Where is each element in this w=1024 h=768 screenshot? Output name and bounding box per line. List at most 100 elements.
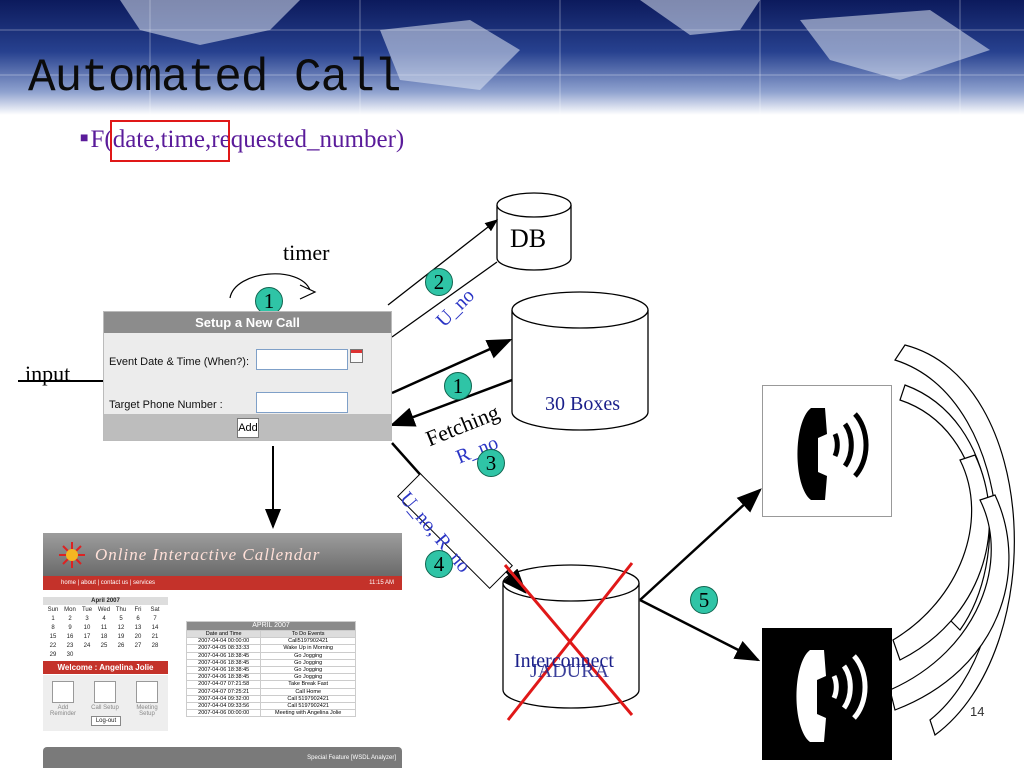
column-header-event: To Do Events (260, 629, 356, 639)
slide-title: Automated Call (28, 52, 401, 104)
subtitle: ■F(date,time,requested_number) (80, 126, 404, 154)
calendar-day[interactable]: 26 (117, 643, 125, 649)
calendar-day[interactable]: 28 (151, 643, 159, 649)
arrow-to-phone-1 (639, 488, 762, 601)
calendar-day[interactable]: 5 (119, 616, 123, 622)
calendar-day[interactable]: 17 (83, 634, 91, 640)
timer-loop-arrow (229, 273, 311, 299)
calendar-day[interactable]: 15 (49, 634, 57, 640)
weekday-header: Wed (97, 607, 111, 613)
subtitle-text: F(date,time,requested_number) (90, 126, 405, 153)
event-description-cell: Wake Up in Morning (260, 644, 356, 653)
add-reminder-label: Add Reminder (49, 705, 76, 717)
logout-button[interactable]: Log-out (91, 716, 121, 726)
step-badge-calendar: 4 (425, 550, 453, 578)
event-description-cell: Go Jogging (260, 658, 356, 668)
event-datetime-cell: 2007-04-04 09:32:00 (185, 694, 262, 704)
event-description-cell: Call5197902421 (260, 637, 356, 646)
calendar-day[interactable]: 18 (100, 634, 108, 640)
phone-handset-icon (797, 408, 869, 500)
setup-call-form: Setup a New Call Event Date & Time (When… (103, 311, 392, 441)
mini-calendar-month: April 2007 (43, 597, 168, 605)
call-setup-icon[interactable] (94, 681, 116, 703)
event-description-cell: Call 5197902421 (260, 702, 356, 711)
calendar-day[interactable]: 22 (49, 643, 57, 649)
welcome-bar: Welcome : Angelina Jolie (43, 661, 168, 674)
weekday-header: Mon (64, 607, 76, 613)
meeting-setup-icon[interactable] (136, 681, 158, 703)
event-description-cell: Meeting with Angelina Jolie (260, 709, 356, 718)
calendar-day[interactable]: 11 (100, 625, 108, 631)
weekday-header: Sat (150, 607, 160, 613)
calendar-day[interactable]: 20 (134, 634, 142, 640)
interconnect-cylinder (502, 564, 640, 709)
weekday-header: Sun (47, 607, 59, 613)
add-button[interactable]: Add (237, 418, 259, 438)
calendar-day[interactable]: 2 (68, 616, 72, 622)
event-datetime-cell: 2007-04-06 18:38:45 (185, 673, 262, 682)
event-description-cell: Go Jogging (260, 673, 356, 682)
calendar-day[interactable]: 19 (117, 634, 125, 640)
event-datetime-cell: 2007-04-06 00:00:00 (185, 709, 262, 718)
calendar-picker-icon[interactable] (350, 349, 363, 363)
calendar-day[interactable]: 25 (100, 643, 108, 649)
calendar-day[interactable]: 21 (151, 634, 159, 640)
curved-arrows (889, 344, 1015, 736)
calendar-day[interactable]: 16 (66, 634, 74, 640)
red-cross-line-2 (506, 562, 634, 721)
calendar-day[interactable]: 8 (51, 625, 55, 631)
calendar-day[interactable]: 3 (85, 616, 89, 622)
arrow-to-boxes (391, 338, 513, 395)
calendar-day[interactable]: 12 (117, 625, 125, 631)
calendar-day[interactable]: 4 (102, 616, 106, 622)
calendar-day[interactable]: 30 (66, 652, 74, 658)
column-header-date: Date and Time (185, 629, 262, 639)
interconnect-label: Interconnect (514, 650, 614, 672)
event-description-cell: Take Break Fast (260, 680, 356, 689)
calendar-day[interactable]: 6 (136, 616, 140, 622)
arrow-to-db (387, 219, 499, 306)
event-datetime-cell: 2007-04-06 18:38:45 (185, 658, 262, 668)
phone-card-black (762, 628, 892, 760)
nav-time: 11:15 AM (369, 580, 394, 586)
calendar-day[interactable]: 9 (68, 625, 72, 631)
calendar-day[interactable]: 1 (51, 616, 55, 622)
boxes-label: 30 Boxes (545, 393, 620, 415)
phone-number-input[interactable] (256, 392, 348, 413)
calendar-day[interactable]: 14 (151, 625, 159, 631)
bullet-icon: ■ (80, 131, 89, 146)
calendar-day[interactable]: 27 (134, 643, 142, 649)
nav-links[interactable]: home | about | contact us | services (61, 580, 156, 586)
calendar-day[interactable]: 29 (49, 652, 57, 658)
feature-bar-text: Special Feature [WSDL Analyzer] (307, 755, 396, 761)
events-table-title: APRIL 2007 (186, 621, 356, 631)
calendar-day[interactable]: 23 (66, 643, 74, 649)
calendar-app-screenshot: Online Interactive Callendar home | abou… (43, 533, 402, 733)
step-badge-boxes: 1 (444, 372, 472, 400)
event-description-cell: Go Jogging (260, 651, 356, 660)
calendar-nav-bar: home | about | contact us | services 11:… (43, 576, 402, 590)
meeting-setup-label: Meeting Setup (136, 705, 158, 717)
calendar-day[interactable]: 7 (153, 616, 157, 622)
db-label: DB (510, 224, 547, 253)
event-datetime-cell: 2007-04-07 07:25:21 (185, 687, 262, 696)
weekday-header: Tue (81, 607, 93, 613)
step-badge-phones: 5 (690, 586, 718, 614)
date-time-input[interactable] (256, 349, 348, 370)
page-number: 14 (970, 704, 985, 719)
weekday-header: Thu (115, 607, 127, 613)
calendar-day[interactable]: 24 (83, 643, 91, 649)
boxes-cylinder (511, 291, 649, 431)
calendar-app-title: Online Interactive Callendar (95, 545, 321, 564)
calendar-day[interactable]: 10 (83, 625, 91, 631)
calendar-day[interactable]: 13 (134, 625, 142, 631)
header-map-background (0, 0, 1024, 115)
add-reminder-icon[interactable] (52, 681, 74, 703)
